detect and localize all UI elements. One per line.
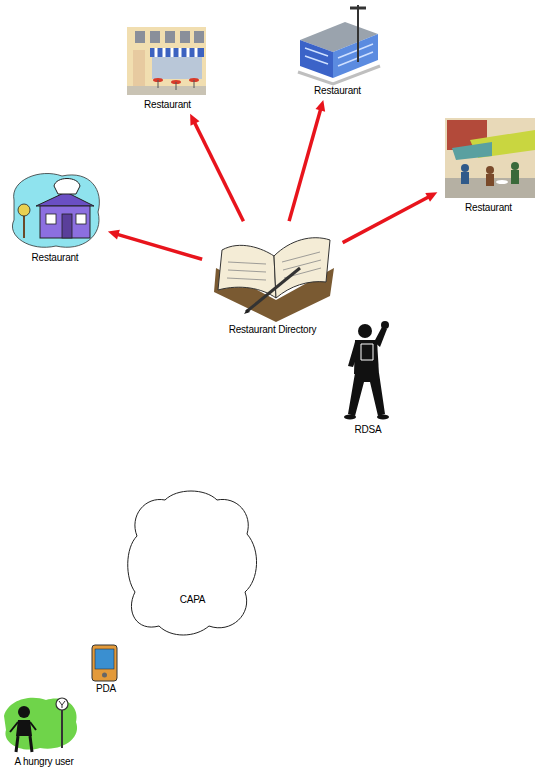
restaurant-node: Restaurant bbox=[5, 168, 105, 264]
arrow-line bbox=[343, 196, 430, 242]
directory-book bbox=[214, 238, 334, 322]
restaurant-node: Restaurant bbox=[440, 116, 537, 214]
device-node: PDA bbox=[86, 642, 126, 695]
restaurant-icon bbox=[445, 118, 535, 198]
arrow-line bbox=[289, 109, 321, 222]
node-label: Restaurant bbox=[144, 99, 191, 111]
arrow-head bbox=[190, 114, 199, 126]
agent-figure bbox=[344, 321, 389, 420]
directory-node: Restaurant Directory bbox=[205, 224, 340, 336]
pda-icon bbox=[92, 645, 117, 681]
user-figure bbox=[4, 698, 77, 752]
restaurant-icon bbox=[127, 27, 206, 95]
node-label: Restaurant Directory bbox=[229, 324, 317, 336]
node-label: Restaurant bbox=[32, 252, 79, 264]
arrow-connector bbox=[289, 100, 325, 221]
arrow-head bbox=[425, 192, 437, 202]
arrow-head bbox=[315, 100, 325, 112]
agent-node: RDSA bbox=[338, 318, 398, 436]
arrow-line bbox=[194, 122, 243, 222]
node-label: RDSA bbox=[355, 424, 382, 436]
arrow-connector bbox=[343, 192, 438, 242]
user-node: A hungry user bbox=[0, 688, 88, 768]
restaurant-icon bbox=[298, 5, 380, 84]
arrow-connector bbox=[108, 230, 202, 259]
restaurant-node: Restaurant bbox=[125, 25, 210, 111]
node-label: CAPA bbox=[180, 594, 206, 606]
restaurant-icon bbox=[12, 173, 99, 247]
node-label: A hungry user bbox=[14, 756, 73, 768]
arrow-connector bbox=[190, 114, 243, 222]
arrow-line bbox=[117, 234, 203, 259]
cloud-node: CAPA bbox=[125, 488, 260, 638]
node-label: PDA bbox=[96, 683, 116, 695]
node-label: Restaurant bbox=[314, 85, 361, 97]
restaurant-node: Restaurant bbox=[295, 2, 380, 97]
node-label: Restaurant bbox=[465, 202, 512, 214]
cloud-outline bbox=[125, 488, 260, 638]
arrow-head bbox=[108, 230, 120, 240]
